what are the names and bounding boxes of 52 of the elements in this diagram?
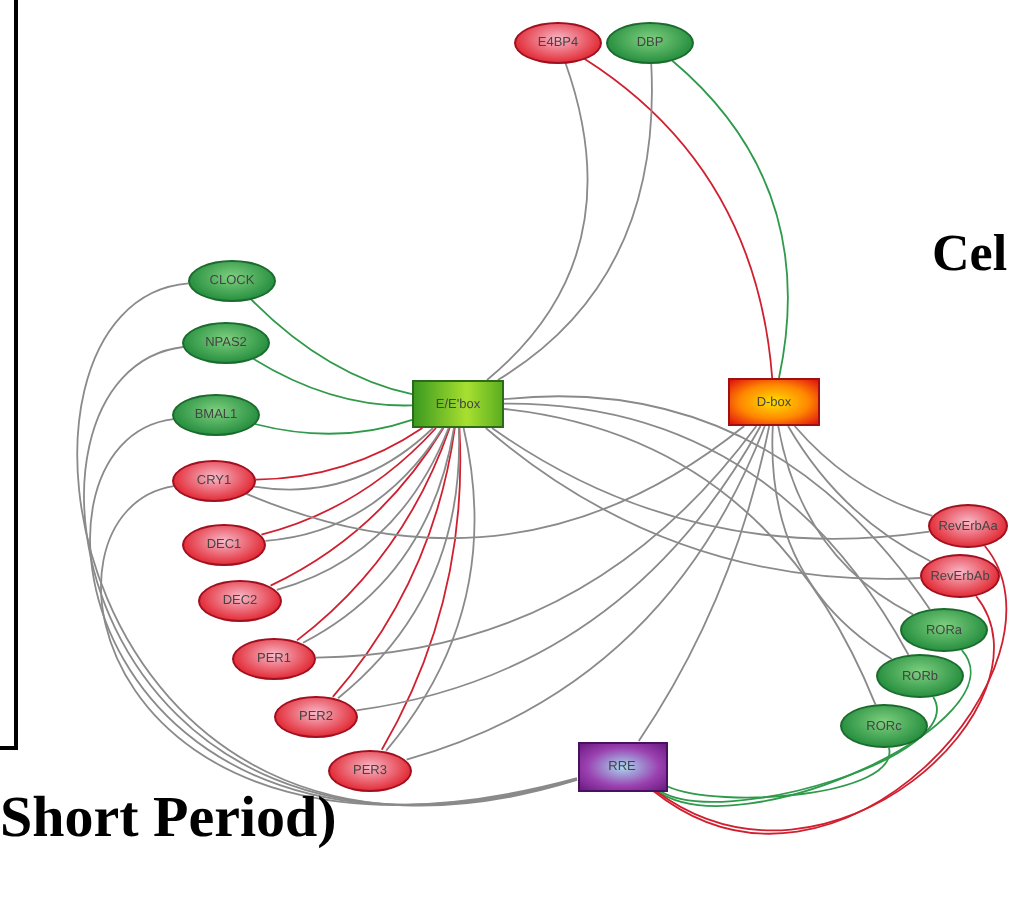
connector bbox=[670, 59, 789, 379]
connector bbox=[253, 427, 434, 491]
connector bbox=[355, 425, 762, 712]
connector bbox=[583, 57, 774, 379]
gene-ellipse bbox=[920, 554, 1000, 598]
connector bbox=[249, 298, 413, 396]
connector bbox=[771, 425, 893, 660]
gene-ellipse bbox=[900, 608, 988, 652]
heading-fragment: Cel bbox=[932, 224, 1008, 284]
gene-ellipse bbox=[928, 504, 1008, 548]
connector bbox=[652, 545, 1008, 834]
gene-ellipse bbox=[274, 695, 358, 737]
connector bbox=[405, 425, 766, 761]
connector bbox=[253, 418, 413, 435]
gene-ellipse bbox=[172, 459, 256, 501]
connector bbox=[315, 425, 758, 659]
heading-fragment: Short Period) bbox=[0, 786, 337, 852]
gene-ellipse bbox=[182, 523, 266, 565]
connector bbox=[503, 395, 931, 611]
connector bbox=[380, 427, 462, 751]
connector bbox=[666, 746, 890, 799]
element-box bbox=[728, 378, 820, 426]
connector bbox=[787, 425, 932, 563]
connector bbox=[777, 425, 914, 616]
connector bbox=[793, 425, 934, 517]
gene-ellipse bbox=[188, 259, 276, 301]
connector bbox=[503, 402, 910, 656]
connector bbox=[252, 357, 413, 407]
gene-ellipse bbox=[606, 21, 694, 63]
connector bbox=[385, 427, 476, 752]
gene-ellipse bbox=[172, 393, 260, 435]
connector bbox=[656, 649, 972, 807]
connector bbox=[245, 425, 746, 539]
connector bbox=[637, 425, 771, 742]
connector bbox=[100, 485, 578, 805]
connector bbox=[484, 427, 922, 580]
element-box bbox=[412, 380, 504, 428]
connector bbox=[654, 595, 995, 831]
connector bbox=[491, 427, 931, 540]
gene-ellipse bbox=[182, 321, 270, 363]
connector bbox=[496, 62, 653, 381]
connector bbox=[486, 61, 589, 381]
gene-ellipse bbox=[840, 704, 928, 748]
gene-ellipse bbox=[514, 21, 602, 63]
gene-ellipse bbox=[198, 579, 282, 621]
connector bbox=[255, 427, 424, 481]
gene-ellipse bbox=[328, 749, 412, 791]
element-box bbox=[577, 741, 667, 791]
gene-ellipse bbox=[232, 637, 316, 679]
gene-ellipse bbox=[876, 654, 964, 698]
connector bbox=[659, 696, 938, 803]
connector bbox=[503, 408, 877, 706]
